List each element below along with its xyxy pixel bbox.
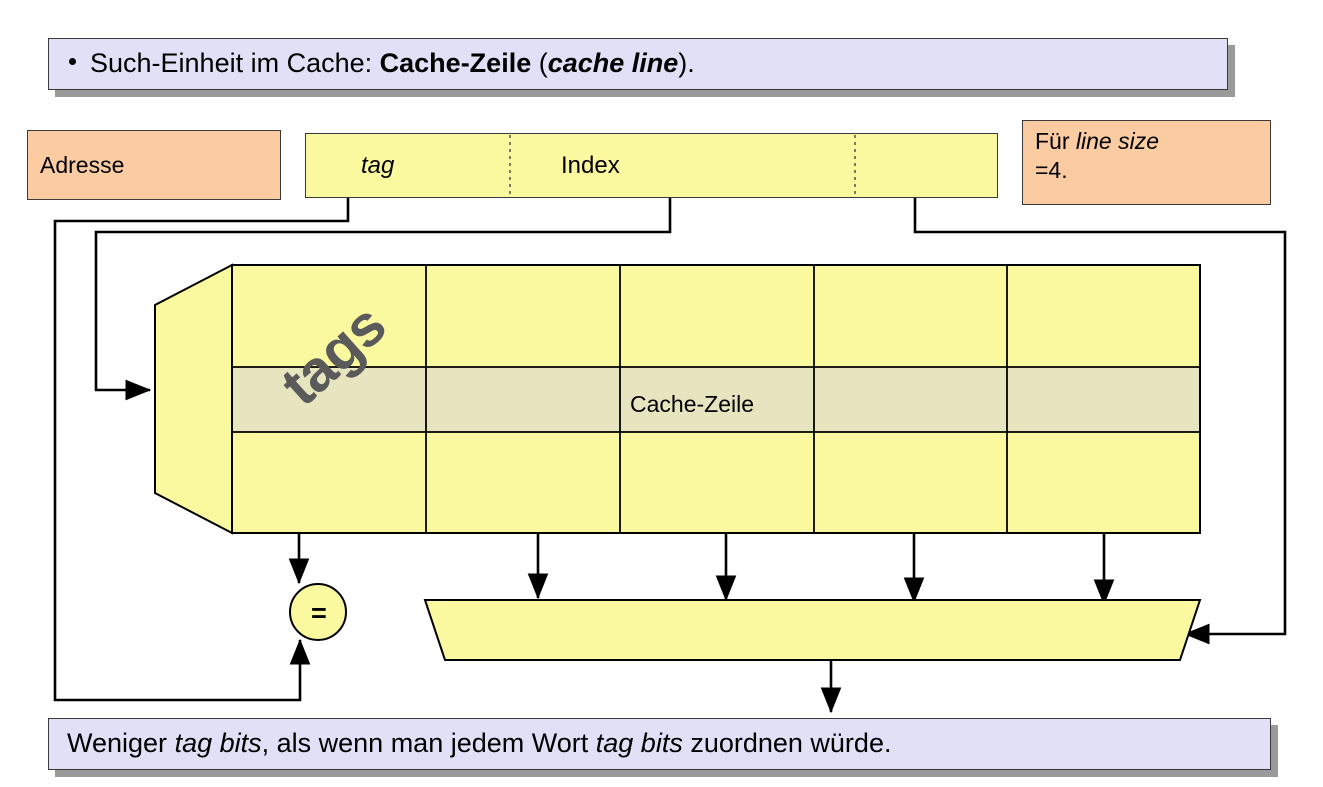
address-box-label: Adresse (40, 151, 125, 178)
note-term-line-size: line size (1075, 128, 1159, 154)
tag-bus-line (53, 198, 350, 702)
grid-row-2-bg (232, 432, 1200, 533)
header-text: Such-Einheit im Cache: Cache-Zeile (cach… (90, 48, 695, 79)
address-bar: tag Index (305, 133, 998, 198)
line-size-note-box: Für line size =4. (1022, 120, 1271, 205)
header-term-cache: Cache (379, 48, 461, 79)
footer-term-tag-bits-1: tag bits (174, 728, 262, 759)
comparator-circle (289, 583, 347, 641)
footer-callout: Weniger tag bits, als wenn man jedem Wor… (48, 718, 1271, 770)
footer-text: Weniger tag bits, als wenn man jedem Wor… (67, 728, 892, 759)
header-term-cache-line: cache line (547, 48, 679, 79)
footer-term-tag-bits-2: tag bits (595, 728, 683, 759)
offset-bus-line (913, 198, 1287, 645)
grid-row-1-bg-highlighted (232, 367, 1200, 432)
header-term-zeile: -Zeile (460, 48, 532, 79)
cache-line-cell-label: Cache-Zeile (630, 391, 754, 417)
comparator-label: = (311, 598, 327, 628)
tag-array-block (154, 263, 233, 535)
address-field-tag: tag (361, 152, 395, 179)
bullet-icon (69, 57, 76, 65)
header-callout: Such-Einheit im Cache: Cache-Zeile (cach… (48, 38, 1228, 90)
index-bus-line (94, 198, 672, 401)
multiplexer-block (423, 599, 1202, 661)
grid-outline (231, 264, 1201, 534)
grid-row-0-bg (232, 265, 1200, 367)
address-box: Adresse (27, 130, 281, 200)
address-field-index: Index (561, 152, 620, 179)
line-size-note-text: Für line size =4. (1035, 128, 1159, 183)
